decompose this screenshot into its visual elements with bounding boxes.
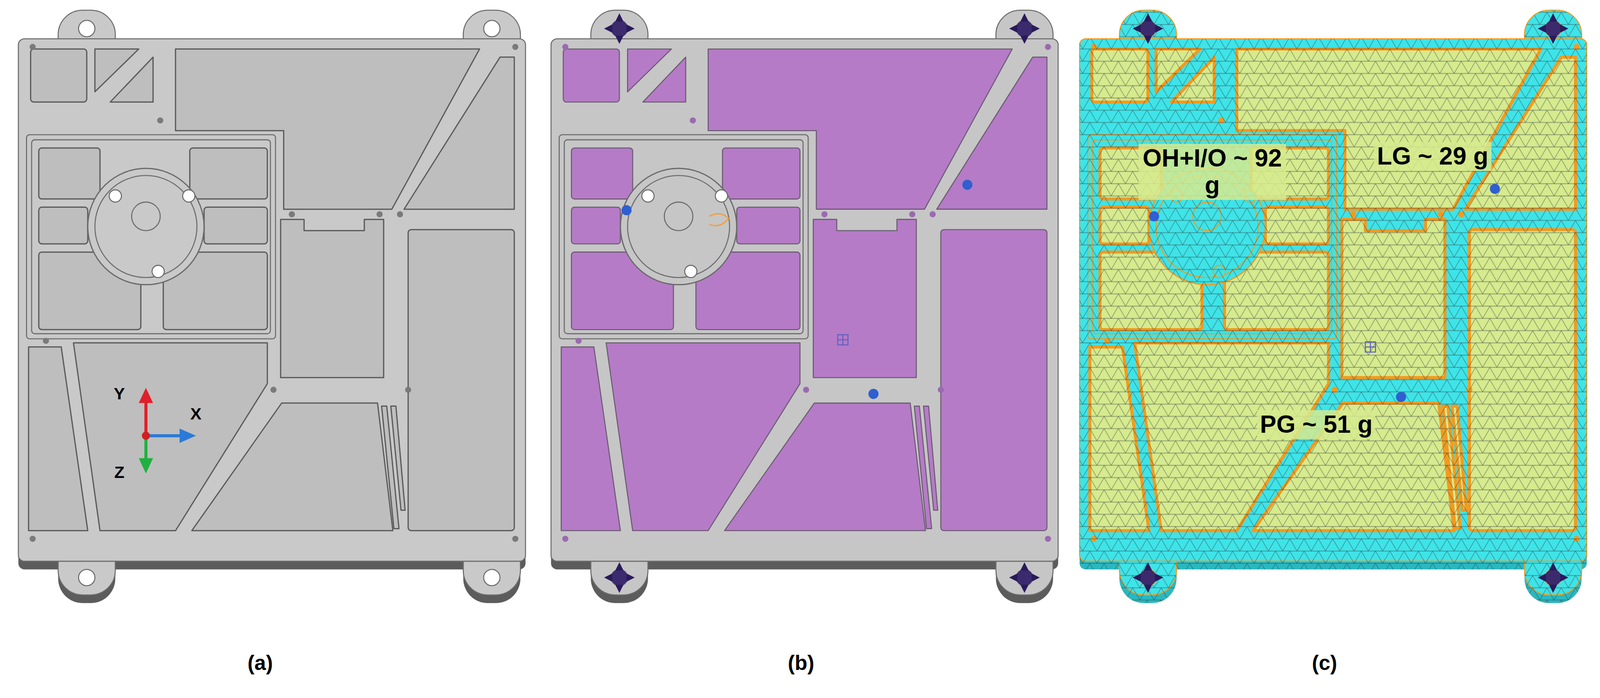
panel-c	[1079, 10, 1587, 608]
fixture-symbol	[1537, 562, 1569, 594]
fixture-symbol	[1537, 13, 1569, 44]
mass-label: OH+I/O ~ 92 g	[1138, 143, 1286, 200]
coordinate-marker	[1365, 342, 1376, 353]
panel-label: (b)	[787, 652, 815, 675]
y-axis	[144, 400, 148, 436]
mass-point	[868, 389, 879, 400]
origin-dot	[142, 431, 151, 441]
mass-point	[621, 205, 632, 216]
panel-b	[550, 10, 1058, 604]
coordinate-marker	[837, 334, 849, 345]
mass-point	[1148, 211, 1160, 222]
x-arrowhead	[179, 428, 196, 444]
fixture-symbol	[603, 562, 635, 594]
plate-model	[18, 10, 526, 604]
axis-triad	[138, 387, 196, 474]
axis-label: X	[190, 404, 202, 424]
mesh-lines	[1079, 10, 1587, 608]
fixture-symbol	[603, 13, 635, 44]
plate-model	[550, 10, 1058, 604]
z-arrowhead	[138, 458, 153, 474]
x-axis	[145, 434, 182, 438]
y-arrowhead	[138, 387, 153, 403]
coordinate-marker	[837, 334, 849, 345]
connector-symbol	[709, 213, 729, 226]
axis-label: Y	[114, 384, 126, 403]
panel-label: (a)	[247, 652, 273, 675]
mass-point	[962, 179, 973, 191]
mass-point	[1489, 183, 1501, 195]
fixture-symbol	[1132, 13, 1164, 44]
panel-label: (c)	[1312, 652, 1338, 675]
fixture-symbol	[1132, 562, 1164, 594]
coordinate-marker	[1365, 342, 1376, 353]
mass-point	[1396, 392, 1407, 403]
fixture-symbol	[1009, 13, 1040, 44]
fixture-symbol	[1009, 562, 1040, 594]
mass-label: LG ~ 29 g	[1373, 142, 1491, 172]
axis-label: Z	[114, 463, 125, 482]
mass-label: PG ~ 51 g	[1257, 410, 1376, 440]
